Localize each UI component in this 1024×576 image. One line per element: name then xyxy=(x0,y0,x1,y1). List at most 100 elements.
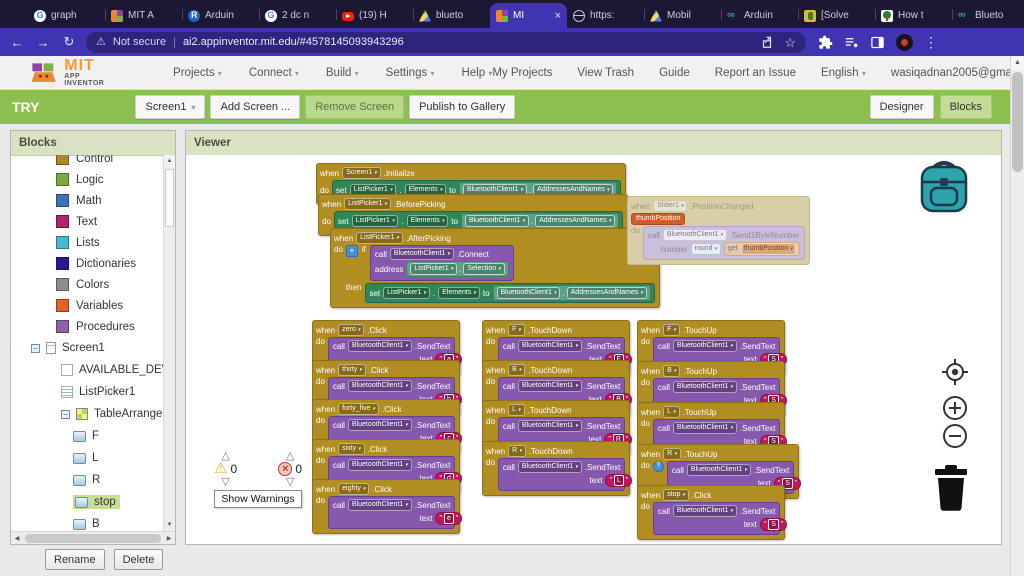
component-dropdown[interactable]: BluetoothClient1 xyxy=(672,381,737,393)
menu-connect[interactable]: Connect ▾ xyxy=(248,66,299,79)
component-dropdown[interactable]: R xyxy=(508,445,526,457)
component-dropdown[interactable]: ListPicker1 xyxy=(356,232,403,244)
component-dropdown[interactable]: BluetoothClient1 xyxy=(672,505,737,517)
link-view-trash[interactable]: View Trash xyxy=(577,66,635,79)
component-dropdown[interactable]: R xyxy=(663,448,681,460)
component-dropdown[interactable]: BluetoothClient1 xyxy=(347,419,412,431)
bookmark-star-icon[interactable] xyxy=(784,36,796,49)
call-block[interactable]: call BluetoothClient1 .Send1ByteNumber n… xyxy=(642,226,805,260)
call-send-text-block[interactable]: call BluetoothClient1 .SendText text "S" xyxy=(652,502,788,535)
remove-screen-button[interactable]: Remove Screen xyxy=(305,95,405,119)
component-dropdown[interactable]: BluetoothClient1 xyxy=(389,248,454,260)
component-dropdown[interactable]: Slider1 xyxy=(653,200,688,212)
reading-list-icon[interactable] xyxy=(844,35,859,50)
delete-button[interactable]: Delete xyxy=(113,549,164,570)
page-scrollbar[interactable]: ▲ xyxy=(1010,56,1024,576)
component-dropdown[interactable]: BluetoothClient1 xyxy=(517,420,582,432)
event-block-after-picking[interactable]: when ListPicker1 .AfterPicking do + if xyxy=(330,228,660,308)
set-block[interactable]: set ListPicker1 . Elements to BluetoothC… xyxy=(365,283,655,303)
component-dropdown[interactable]: BluetoothClient1 xyxy=(686,464,751,476)
palette-horizontal-scrollbar[interactable]: ◀ ▶ xyxy=(11,531,175,544)
component-dropdown[interactable]: BluetoothClient1 xyxy=(347,459,412,471)
property-dropdown[interactable]: Elements xyxy=(406,215,449,227)
component-dropdown[interactable]: BluetoothClient1 xyxy=(347,499,412,511)
collapse-icon[interactable]: − xyxy=(61,409,70,419)
browser-tab[interactable]: https: xyxy=(567,3,644,28)
palette-drawer-procedures[interactable]: Procedures xyxy=(11,316,175,337)
component-dropdown[interactable]: Screen1 xyxy=(342,167,381,179)
palette-drawer-colors[interactable]: Colors xyxy=(11,274,175,295)
tree-item-b[interactable]: B xyxy=(11,513,175,531)
component-dropdown[interactable]: BluetoothClient1 xyxy=(517,340,582,352)
tree-item-listpicker1[interactable]: ListPicker1 xyxy=(11,381,175,403)
component-dropdown[interactable]: B xyxy=(508,364,526,376)
palette-drawer-text[interactable]: Text xyxy=(11,211,175,232)
trash-icon[interactable] xyxy=(928,463,974,513)
component-dropdown[interactable]: BluetoothClient1 xyxy=(662,229,727,241)
zoom-out-icon[interactable] xyxy=(942,423,968,449)
component-dropdown[interactable]: BluetoothClient1 xyxy=(672,340,737,352)
tree-item-tablearrangement1[interactable]: −TableArrangement1 xyxy=(11,403,175,425)
palette-drawer-lists[interactable]: Lists xyxy=(11,232,175,253)
browser-tab[interactable]: 2 dc n xyxy=(259,3,336,28)
palette-drawer-dictionaries[interactable]: Dictionaries xyxy=(11,253,175,274)
component-dropdown[interactable]: forty_five xyxy=(338,403,380,415)
component-dropdown[interactable]: B xyxy=(663,365,681,377)
component-dropdown[interactable]: F xyxy=(508,324,525,336)
menu-build[interactable]: Build ▾ xyxy=(325,66,359,79)
event-block-send-text[interactable]: when eighty .Click do call BluetoothClie… xyxy=(312,479,463,534)
tree-item-available_devices[interactable]: AVAILABLE_DEVICES xyxy=(11,359,175,381)
browser-tab[interactable]: [Solve xyxy=(798,3,875,28)
component-dropdown[interactable]: sixty xyxy=(338,443,365,455)
scroll-right-icon[interactable]: ▶ xyxy=(166,535,172,542)
profile-avatar[interactable] xyxy=(896,33,913,51)
if-block[interactable]: + if call BluetoothClient1 .Connect xyxy=(345,245,655,303)
tree-item-stop[interactable]: stop xyxy=(11,491,175,513)
browser-tab[interactable]: Arduin xyxy=(182,3,259,28)
browser-tab[interactable]: Blueto xyxy=(952,3,1024,28)
tree-item-r[interactable]: R xyxy=(11,469,175,491)
text-string-block[interactable]: "S" xyxy=(759,518,788,531)
component-dropdown[interactable]: thirty xyxy=(338,364,366,376)
set-block[interactable]: set ListPicker1 . Elements to BluetoothC… xyxy=(333,211,624,231)
component-dropdown[interactable]: BluetoothClient1 xyxy=(517,461,582,473)
component-dropdown[interactable]: BluetoothClient1 xyxy=(347,380,412,392)
component-dropdown[interactable]: ListPicker1 xyxy=(383,287,430,299)
error-up-arrow[interactable]: △ xyxy=(285,450,295,462)
browser-tab[interactable]: graph xyxy=(28,3,105,28)
tree-item-screen1[interactable]: −Screen1 xyxy=(11,337,175,359)
url-field[interactable]: Not secure | ai2.appinventor.mit.edu/#45… xyxy=(86,31,806,53)
show-warnings-button[interactable]: Show Warnings xyxy=(214,490,302,508)
error-down-arrow[interactable]: ▽ xyxy=(285,476,295,488)
text-string-block[interactable]: "L" xyxy=(605,474,633,487)
component-dropdown[interactable]: BluetoothClient1 xyxy=(672,422,737,434)
palette-drawer-logic[interactable]: Logic xyxy=(11,169,175,190)
forward-button[interactable] xyxy=(34,35,52,50)
property-dropdown[interactable]: Elements xyxy=(438,287,480,299)
browser-tab[interactable]: MI× xyxy=(490,3,567,28)
browser-tab[interactable]: How t xyxy=(875,3,952,28)
event-block-send-text[interactable]: when R .TouchDown do call BluetoothClien… xyxy=(482,441,633,496)
designer-toggle-button[interactable]: Designer xyxy=(869,95,934,119)
component-dropdown[interactable]: ListPicker1 xyxy=(344,198,391,210)
component-dropdown[interactable]: F xyxy=(663,324,680,336)
call-send-text-block[interactable]: call BluetoothClient1 .SendText text "e" xyxy=(327,496,463,529)
scroll-thumb[interactable] xyxy=(25,533,161,543)
call-connect-block[interactable]: call BluetoothClient1 .Connect address L… xyxy=(369,245,514,281)
call-send-text-block[interactable]: call BluetoothClient1 .SendText text "L" xyxy=(497,458,633,491)
not-secure-icon[interactable] xyxy=(96,37,106,48)
menu-help[interactable]: Help ▾ xyxy=(461,66,493,79)
backpack-icon[interactable] xyxy=(912,158,976,214)
getter-block[interactable]: BluetoothClient1 . AddressesAndNames xyxy=(492,285,651,301)
scroll-up-icon[interactable]: ▲ xyxy=(1011,56,1024,70)
component-dropdown[interactable]: L xyxy=(508,404,525,416)
browser-tab[interactable]: blueto xyxy=(413,3,490,28)
side-panel-icon[interactable] xyxy=(870,35,885,50)
back-button[interactable] xyxy=(8,35,26,50)
scroll-left-icon[interactable]: ◀ xyxy=(14,535,20,542)
component-dropdown[interactable]: L xyxy=(663,406,680,418)
component-dropdown[interactable]: BluetoothClient1 xyxy=(517,380,582,392)
extensions-puzzle-icon[interactable] xyxy=(818,35,833,50)
event-block-slider-position-changed[interactable]: when Slider1 .PositionChanged thumbPosit… xyxy=(627,196,810,265)
component-dropdown[interactable]: stop xyxy=(663,489,689,501)
